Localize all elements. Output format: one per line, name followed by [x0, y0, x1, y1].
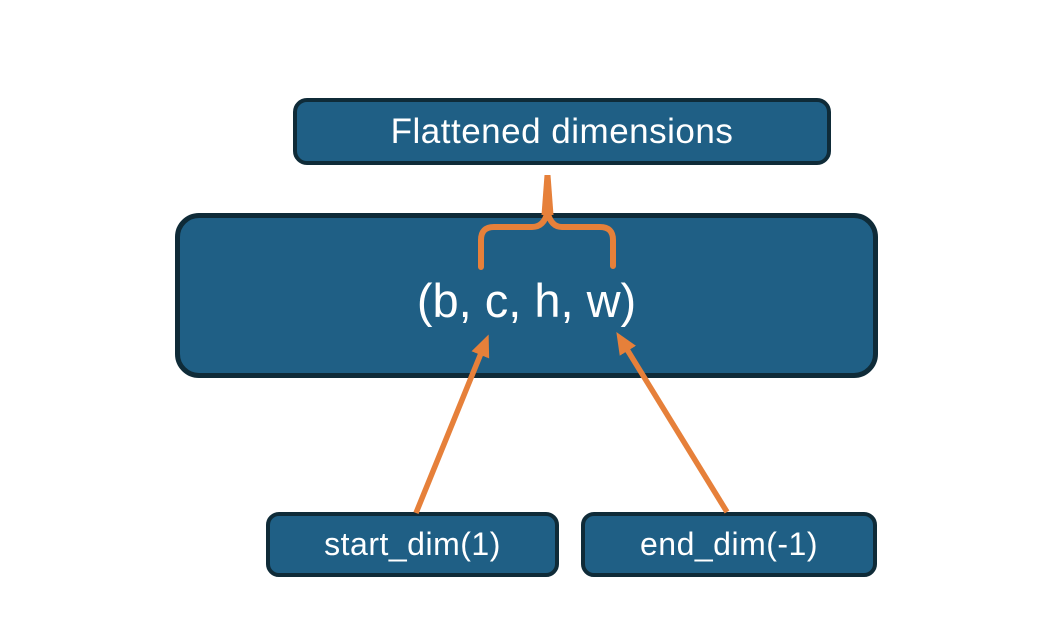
end-dim-box: end_dim(-1)	[581, 512, 877, 577]
flattened-dimensions-box: Flattened dimensions	[293, 98, 831, 165]
tensor-shape-box: (b, c, h, w)	[175, 213, 878, 378]
tensor-shape-label: (b, c, h, w)	[416, 274, 637, 327]
end-dim-label: end_dim(-1)	[639, 526, 818, 562]
flattened-dimensions-label: Flattened dimensions	[390, 111, 734, 151]
start-dim-label: start_dim(1)	[324, 526, 501, 562]
start-dim-box: start_dim(1)	[266, 512, 559, 577]
brace-stem	[541, 175, 554, 215]
